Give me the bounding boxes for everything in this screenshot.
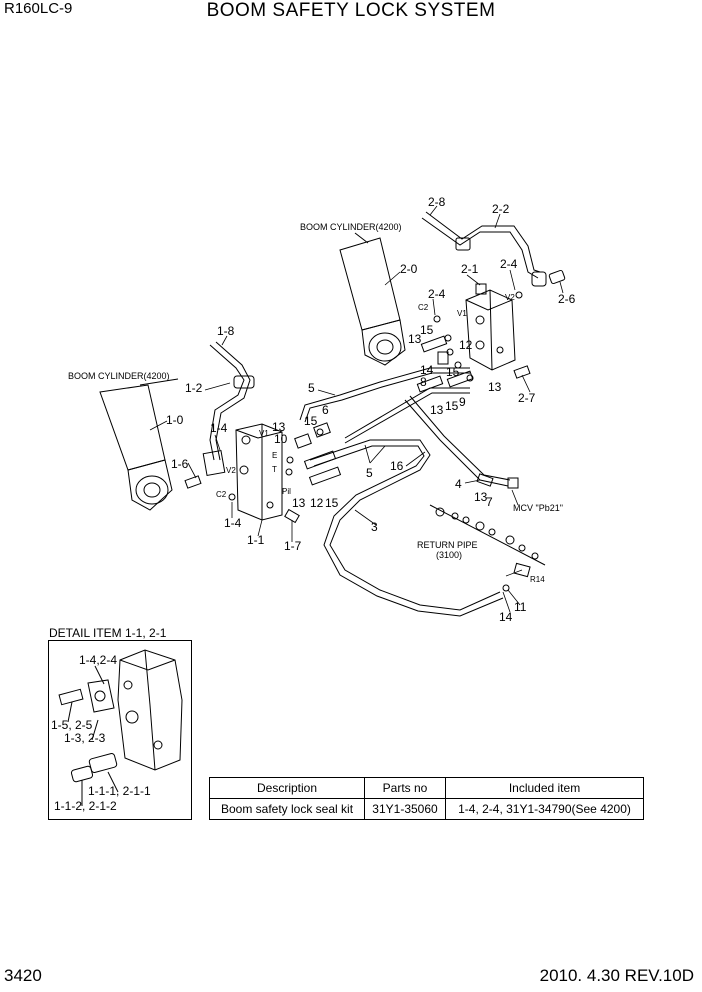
return-pipe-fittings — [429, 504, 546, 592]
detail-inset — [48, 640, 192, 820]
callout: 3 — [371, 520, 378, 534]
callout: 12 — [310, 496, 324, 510]
callout: 15 — [446, 365, 460, 379]
callout: 2-4 — [428, 287, 446, 301]
safety-valve-1-1 — [202, 423, 283, 521]
detail-title: DETAIL ITEM 1-1, 2-1 — [49, 626, 167, 640]
page-number: 3420 — [4, 966, 42, 985]
port-mark: V1 — [259, 429, 269, 438]
callout: 2-4 — [500, 257, 518, 271]
left-block-fittings — [184, 422, 342, 524]
detail-drawing — [58, 649, 183, 806]
detail-label: 1-1-1, 2-1-1 — [88, 784, 151, 798]
callout: 1-8 — [217, 324, 235, 338]
detail-label: 1-1-2, 2-1-2 — [54, 799, 117, 813]
callout: 2-0 — [400, 262, 418, 276]
callout: 6 — [322, 403, 329, 417]
callout: 8 — [420, 375, 427, 389]
hose-3 — [309, 439, 504, 617]
callout: 13 — [430, 403, 444, 417]
port-marks: V1 V2 C2 E T Pil V1 V2 C2 R14 — [216, 293, 545, 584]
callout: 5 — [308, 381, 315, 395]
callout: 2-2 — [492, 202, 510, 216]
callout: 15 — [420, 323, 434, 337]
callout: 16 — [390, 459, 404, 473]
callout: 11 — [514, 600, 527, 614]
callout: 1-7 — [284, 539, 302, 553]
captions: BOOM CYLINDER(4200) BOOM CYLINDER(4200) … — [68, 222, 563, 560]
model-number: R160LC-9 — [4, 0, 73, 17]
callout: 12 — [459, 338, 473, 352]
callout: 14 — [420, 363, 434, 377]
callout: 2-6 — [558, 292, 576, 306]
seal-kit-table: Description Parts no Included item Boom … — [209, 777, 644, 820]
boom-cylinder-right — [339, 232, 406, 366]
revision-date: 2010. 4.30 REV.10D — [539, 966, 694, 985]
callout: 13 — [488, 380, 502, 394]
port-mark: V2 — [226, 466, 236, 475]
callout: 5 — [366, 466, 373, 480]
port-mark: V1 — [457, 309, 467, 318]
port-mark: R14 — [530, 575, 545, 584]
table-cell: 1-4, 2-4, 31Y1-34790(See 4200) — [445, 798, 644, 820]
boom-cylinder-left — [99, 378, 179, 511]
callout: 14 — [499, 610, 513, 624]
callout: 1-1 — [247, 533, 265, 547]
callout: 13 — [474, 490, 488, 504]
caption-return-pipe: RETURN PIPE — [417, 540, 478, 550]
table-cell: Boom safety lock seal kit — [209, 798, 365, 820]
port-mark: C2 — [216, 490, 227, 499]
callout: 1-2 — [185, 381, 203, 395]
callout: 1-4 — [210, 421, 228, 435]
caption-return-pipe-ref: (3100) — [436, 550, 462, 560]
detail-label: 1-5, 2-5 — [51, 718, 93, 732]
callout: 1-6 — [171, 457, 189, 471]
table-header-row: Description Parts no Included item — [209, 777, 644, 799]
callout: 4 — [455, 477, 462, 491]
port-mark: E — [272, 451, 277, 460]
safety-valve-2-1 — [465, 283, 516, 371]
table-row: Boom safety lock seal kit 31Y1-35060 1-4… — [209, 798, 644, 820]
port-mark: T — [272, 465, 277, 474]
callout: 1-4 — [224, 516, 242, 530]
right-block-fittings — [416, 291, 531, 393]
port-mark: V2 — [505, 293, 515, 302]
leader-lines — [149, 205, 564, 613]
callout: 15 — [325, 496, 339, 510]
caption-boom-cylinder-left: BOOM CYLINDER(4200) — [68, 371, 170, 381]
caption-mcv: MCV "Pb21" — [513, 503, 563, 513]
column-header: Parts no — [364, 777, 446, 799]
port-mark: C2 — [418, 303, 429, 312]
page-title: BOOM SAFETY LOCK SYSTEM — [206, 0, 496, 21]
caption-boom-cylinder-right: BOOM CYLINDER(4200) — [300, 222, 402, 232]
callout: 2-1 — [461, 262, 479, 276]
port-mark: Pil — [282, 487, 291, 496]
callout: 9 — [459, 395, 466, 409]
callout-labels: 2-8 2-2 2-0 2-1 2-4 2-6 2-4 1-8 1-2 1-0 … — [166, 195, 576, 624]
hose-4 — [404, 395, 519, 489]
callout: 2-8 — [428, 195, 446, 209]
pipe-2-2 — [421, 211, 566, 287]
detail-label: 1-4,2-4 — [79, 653, 118, 667]
column-header: Description — [209, 777, 365, 799]
callout: 10 — [274, 432, 288, 446]
callout: 7 — [486, 495, 493, 509]
callout: 1-0 — [166, 413, 184, 427]
pipe-1-2 — [209, 341, 255, 461]
callout: 13 — [408, 332, 422, 346]
callout: 15 — [445, 399, 459, 413]
callout: 2-7 — [518, 391, 536, 405]
callout: 15 — [304, 414, 318, 428]
callout: 13 — [272, 420, 286, 434]
column-header: Included item — [445, 777, 644, 799]
callout: 13 — [292, 496, 306, 510]
table-cell: 31Y1-35060 — [364, 798, 446, 820]
detail-label: 1-3, 2-3 — [64, 731, 106, 745]
